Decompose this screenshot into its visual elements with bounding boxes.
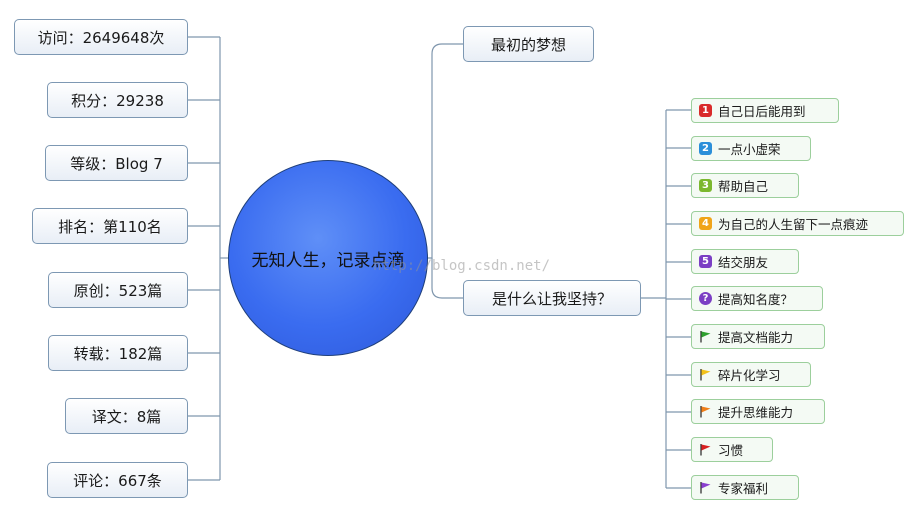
reason-item[interactable]: 提升思维能力 — [691, 399, 825, 424]
number-2-icon: 2 — [699, 142, 712, 155]
stat-points[interactable]: 积分：29238 — [47, 82, 188, 118]
orange-flag-icon — [699, 405, 712, 418]
reason-item[interactable]: ? 提高知名度？ — [691, 286, 823, 311]
purple-flag-icon — [699, 481, 712, 494]
question-mark-icon: ? — [699, 292, 712, 305]
number-5-icon: 5 — [699, 255, 712, 268]
central-topic[interactable]: 无知人生，记录点滴 — [228, 160, 428, 356]
reason-label: 结交朋友 — [718, 255, 769, 270]
reason-item[interactable]: 2 一点小虚荣 — [691, 136, 811, 161]
central-topic-label: 无知人生，记录点滴 — [251, 250, 405, 271]
yellow-flag-icon — [699, 368, 712, 381]
reason-label: 提高知名度？ — [718, 292, 794, 307]
reason-item[interactable]: 专家福利 — [691, 475, 799, 500]
stat-rank[interactable]: 排名：第110名 — [32, 208, 188, 244]
number-3-icon: 3 — [699, 179, 712, 192]
reason-label: 专家福利 — [718, 481, 769, 496]
reason-label: 一点小虚荣 — [718, 142, 781, 157]
reason-item[interactable]: 提高文档能力 — [691, 324, 825, 349]
stat-reposts[interactable]: 转载：182篇 — [48, 335, 188, 371]
stat-visits-label: 访问：2649648次 — [37, 28, 165, 47]
green-flag-icon — [699, 330, 712, 343]
stat-comments-label: 评论：667条 — [73, 471, 162, 490]
stat-translations-label: 译文：8篇 — [91, 407, 162, 426]
stat-visits[interactable]: 访问：2649648次 — [14, 19, 188, 55]
reason-label: 帮助自己 — [718, 179, 769, 194]
number-1-icon: 1 — [699, 104, 712, 117]
stat-points-label: 积分：29238 — [71, 91, 164, 110]
reason-item[interactable]: 习惯 — [691, 437, 773, 462]
reason-item[interactable]: 3 帮助自己 — [691, 173, 799, 198]
stat-comments[interactable]: 评论：667条 — [47, 462, 188, 498]
reason-item[interactable]: 5 结交朋友 — [691, 249, 799, 274]
reason-label: 提高文档能力 — [718, 330, 794, 345]
branch-why-persist-label: 是什么让我坚持？ — [491, 289, 612, 308]
stat-rank-label: 排名：第110名 — [58, 217, 162, 236]
reason-label: 为自己的人生留下一点痕迹 — [718, 217, 869, 232]
reason-item[interactable]: 1 自己日后能用到 — [691, 98, 839, 123]
reason-item[interactable]: 碎片化学习 — [691, 362, 811, 387]
stat-reposts-label: 转载：182篇 — [73, 344, 163, 363]
reason-label: 习惯 — [718, 443, 744, 458]
stat-original-label: 原创：523篇 — [73, 281, 163, 300]
branch-initial-dream-label: 最初的梦想 — [490, 35, 566, 54]
number-4-icon: 4 — [699, 217, 712, 230]
stat-original[interactable]: 原创：523篇 — [48, 272, 188, 308]
reason-label: 提升思维能力 — [718, 405, 794, 420]
reason-label: 自己日后能用到 — [718, 104, 806, 119]
stat-level[interactable]: 等级：Blog 7 — [45, 145, 188, 181]
branch-why-persist[interactable]: 是什么让我坚持？ — [463, 280, 641, 316]
branch-initial-dream[interactable]: 最初的梦想 — [463, 26, 594, 62]
red-flag-icon — [699, 443, 712, 456]
reason-label: 碎片化学习 — [718, 368, 781, 383]
stat-translations[interactable]: 译文：8篇 — [65, 398, 188, 434]
stat-level-label: 等级：Blog 7 — [70, 154, 163, 173]
reason-item[interactable]: 4 为自己的人生留下一点痕迹 — [691, 211, 904, 236]
